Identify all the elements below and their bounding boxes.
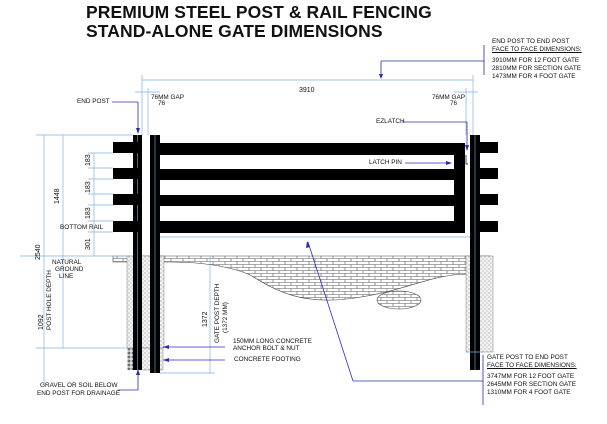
rail-spacing-dim-1: 183 (85, 154, 92, 166)
gate-post (150, 135, 160, 373)
gate-frame (158, 143, 465, 233)
ground-hatch (112, 255, 491, 310)
label-line: NATURAL (52, 259, 82, 266)
dimension-lines (20, 75, 485, 384)
right-gap-value: 76 (450, 100, 458, 107)
note-heading: END POST TO END POST (492, 38, 570, 45)
note-line: 1473MM FOR 4 FOOT GATE (492, 73, 576, 80)
ezlatch-label: EZLATCH (376, 118, 405, 125)
concrete-footing-label: CONCRETE FOOTING (234, 356, 301, 363)
rail-spacing-dim-2: 183 (85, 181, 92, 193)
label-line: GROUND (55, 266, 84, 273)
end-post-left (113, 135, 142, 370)
total-height-dim: 2540 (35, 244, 42, 260)
end-post-label: END POST (77, 98, 110, 105)
left-gap-value: 76 (158, 100, 166, 107)
latch-pin-label: LATCH PIN (369, 159, 402, 166)
rail-spacing-dim-3: 183 (85, 207, 92, 219)
arrowheads (136, 74, 469, 375)
gate-post-depth-label: GATE POST DEPTH (214, 283, 221, 343)
note-line: 2810MM FOR SECTION GATE (492, 65, 582, 72)
gate-post-depth-dim: 1372 (202, 311, 209, 327)
label-line: 150MM LONG CONCRETE (233, 338, 312, 345)
note-line: 2645MM FOR SECTION GATE (487, 381, 577, 388)
page-title-line2: STAND-ALONE GATE DIMENSIONS (86, 21, 383, 41)
label-line: LINE (59, 273, 74, 280)
page-title-line1: PREMIUM STEEL POST & RAIL FENCING (86, 2, 432, 22)
overall-width-dim: 3910 (299, 87, 315, 94)
bottom-rail-label: BOTTOM RAIL (60, 224, 104, 231)
label-line: ANCHOR BOLT & NUT (233, 345, 300, 352)
left-gap-label: 76MM GAP (151, 94, 185, 101)
note-subheading: FACE TO FACE DIMENSIONS: (487, 362, 577, 369)
end-post-right (465, 135, 498, 370)
note-heading: GATE POST TO END POST (487, 354, 568, 361)
post-hole-depth-dim: 1092 (38, 314, 45, 330)
label-line: END POST FOR DRAINAGE (37, 390, 120, 397)
post-hole-depth-label: POST HOLE DEPTH (46, 270, 53, 330)
note-line: 1310MM FOR 4 FOOT GATE (487, 389, 571, 396)
bottom-clearance-dim: 301 (85, 238, 92, 250)
note-line: 3747MM FOR 12 FOOT GATE (487, 373, 575, 380)
label-line: GRAVEL OR SOIL BELOW (40, 382, 118, 389)
right-gap-label: 76MM GAP (432, 94, 466, 101)
gate-post-depth-mm-label: (1372 MM) (222, 302, 229, 333)
note-subheading: FACE TO FACE DIMENSIONS: (492, 46, 582, 53)
above-ground-dim: 1448 (54, 188, 61, 204)
note-line: 3910MM FOR 12 FOOT GATE (492, 57, 580, 64)
